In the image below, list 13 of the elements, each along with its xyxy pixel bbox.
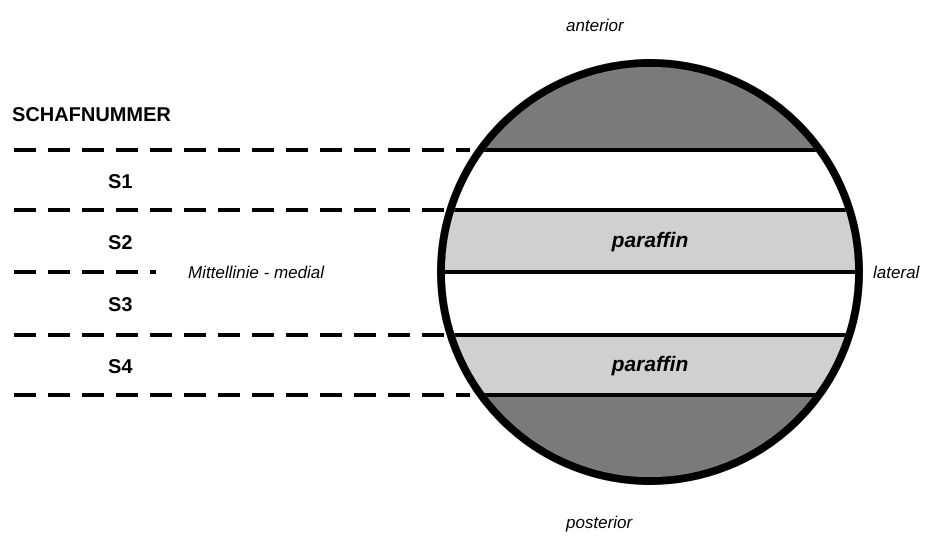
band-label: paraffin: [612, 229, 688, 253]
direction-label: posterior: [566, 514, 632, 530]
direction-label: anterior: [566, 16, 624, 34]
section-band: [445, 274, 855, 337]
band-label: paraffin: [612, 353, 688, 377]
sample-label: S3: [108, 295, 132, 315]
sample-label: S2: [108, 233, 132, 253]
direction-label: lateral: [873, 264, 920, 280]
sample-label: S1: [108, 172, 132, 192]
midline-label: Mittellinie - medial: [188, 264, 324, 280]
sample-label: S4: [108, 357, 132, 377]
column-heading: SCHAFNUMMER: [12, 105, 171, 125]
paraffin-band: [445, 212, 855, 274]
